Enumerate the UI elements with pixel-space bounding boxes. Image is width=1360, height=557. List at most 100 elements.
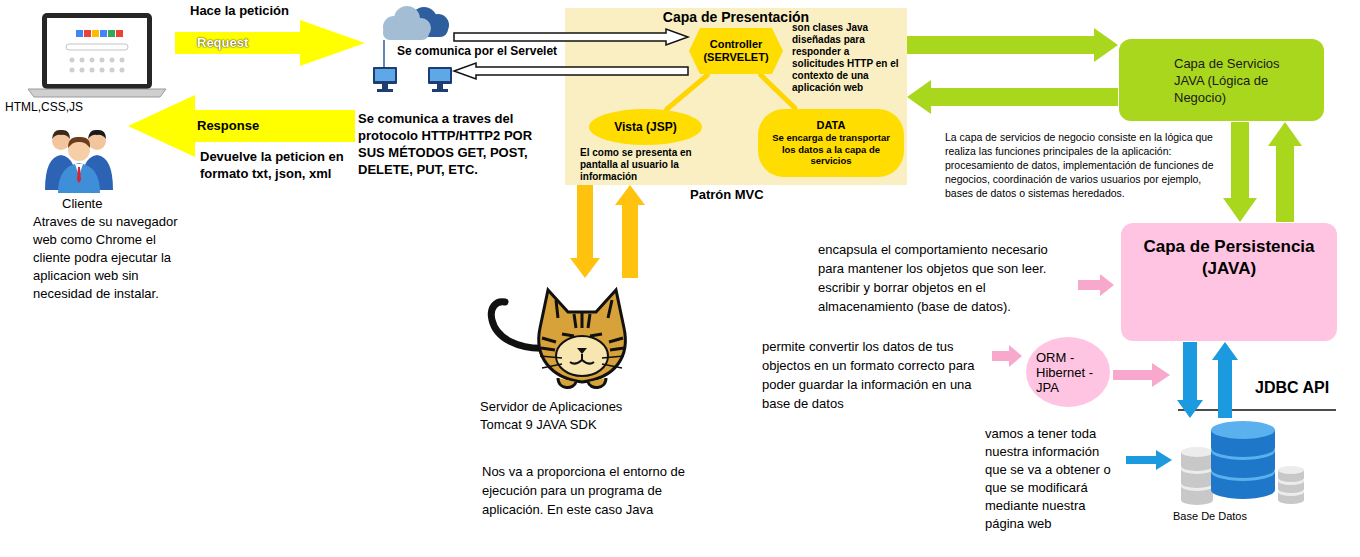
client-icon — [68, 137, 90, 148]
laptop-icon — [70, 58, 75, 63]
cloud-server-shape — [437, 84, 443, 89]
database-shape — [1181, 495, 1213, 505]
orm-circle-shape — [1026, 337, 1110, 407]
orm-note: permite convertir los datos de tus objec… — [762, 337, 987, 413]
node-text: Se encarga de transportar los datos a la… — [771, 132, 891, 167]
cloud-server-shape — [377, 89, 393, 92]
api-rule — [1178, 410, 1336, 411]
view-note: El como se presenta en pantalla al usuar… — [580, 147, 705, 183]
client-icon — [58, 163, 100, 193]
database-note: vamos a tener toda nuestra información q… — [985, 425, 1120, 533]
mvc-link — [667, 75, 708, 109]
cloud-server-shape — [383, 6, 431, 40]
pattern-caption: Patrón MVC — [690, 187, 764, 203]
tomcat-server-shape — [556, 336, 608, 376]
mvc-link — [761, 75, 795, 108]
persistence-note: encapsula el comportamiento necesario pa… — [818, 240, 1073, 316]
service-arrow — [907, 80, 1118, 114]
tomcat-server-shape — [570, 354, 594, 364]
node-text: Capa de Persistencia (JAVA) — [1132, 236, 1326, 280]
laptop-icon — [100, 68, 105, 73]
database-shape — [1181, 447, 1213, 457]
laptop-icon — [47, 18, 147, 84]
arrow-label: Response — [197, 118, 259, 134]
database: Base De Datos — [1165, 418, 1315, 526]
laptop-icon — [28, 89, 166, 97]
cloud-server: Se comunica por el Servelet — [372, 5, 454, 108]
tomcat-server-shape — [562, 334, 602, 336]
laptop-icon — [110, 58, 115, 63]
pink-pointer — [1078, 274, 1114, 296]
database-shape — [1181, 478, 1213, 488]
node-text: DATA — [771, 119, 891, 132]
presentation-layer: Capa de PresentaciónController (SERVELET… — [565, 8, 907, 185]
node-text: Controller (SERVELET) — [700, 38, 772, 64]
controller-box-shape — [689, 28, 783, 74]
text-group: ORM -Hibernet -JPA — [1036, 350, 1100, 395]
laptop-icon — [70, 58, 125, 73]
response-note: Devuelve la peticion en formato txt, jso… — [200, 148, 350, 182]
laptop-icon — [110, 68, 115, 73]
database-shape — [1181, 461, 1213, 471]
tomcat-server-shape — [558, 378, 606, 388]
text-group: DATASe encarga de transportar los datos … — [757, 114, 905, 172]
laptop-icon — [100, 58, 105, 63]
laptop-icon — [80, 58, 85, 63]
tomcat-server: Servidor de Aplicaciones Tomcat 9 JAVA S… — [478, 278, 643, 438]
tomcat-server-shape — [540, 356, 624, 368]
data-box-shape — [758, 109, 904, 177]
persistence-layer-shape — [1121, 223, 1337, 341]
server-arrow — [615, 185, 645, 278]
service-note: La capa de servicios de negocio consiste… — [945, 130, 1215, 200]
cloud-server-shape — [428, 67, 452, 84]
text-group: Servidor de Aplicaciones Tomcat 9 JAVA S… — [480, 398, 643, 434]
cloud-server-shape — [383, 40, 385, 67]
tomcat-server-shape — [574, 313, 590, 328]
node-text: Base De Datos — [1173, 510, 1247, 523]
tomcat-server-shape — [556, 300, 612, 318]
persistence-arrow — [1268, 122, 1302, 222]
text-group: Vista (JSP) — [614, 120, 676, 134]
laptop-icon — [92, 30, 99, 37]
laptop-icon — [76, 30, 83, 37]
blue-pointer — [1126, 450, 1172, 470]
service-layer-shape — [1119, 39, 1324, 121]
request-arrow — [175, 20, 365, 66]
laptop-icon — [90, 58, 95, 63]
laptop-icon — [120, 68, 125, 73]
laptop-icon — [42, 13, 152, 89]
orm-circle: ORM -Hibernet -JPA — [1025, 336, 1111, 408]
service-layer: Capa de Servicios JAVA (Lógica de Negoci… — [1118, 38, 1325, 122]
response-arrow — [128, 95, 355, 157]
database-shape — [1278, 496, 1304, 504]
laptop-icon — [108, 30, 115, 37]
server-arrow — [570, 185, 600, 278]
cloud-server-shape — [430, 69, 450, 81]
cloud-server-shape — [375, 69, 395, 81]
api-caption: JDBC API — [1255, 378, 1329, 397]
client-icon — [45, 130, 113, 193]
database-shape — [1278, 466, 1304, 474]
action-note: Hace la petición — [190, 3, 289, 19]
controller-box: Controller (SERVELET) — [688, 27, 784, 75]
laptop-icon — [28, 13, 166, 97]
database-shape — [1211, 421, 1275, 439]
client-note: Atraves de su navegador web como Chrome … — [33, 213, 193, 303]
database-shape — [1278, 474, 1304, 482]
text-group: Capa de Servicios JAVA (Lógica de Negoci… — [1118, 49, 1325, 112]
laptop-icon — [80, 68, 85, 73]
arrow-label: Request — [197, 35, 248, 51]
node-text: Capa de Presentación — [565, 9, 907, 25]
view-ellipse-shape — [589, 109, 702, 145]
cloud-server-shape — [432, 89, 448, 92]
view-ellipse: Vista (JSP) — [588, 108, 703, 146]
request-arrow — [175, 20, 365, 66]
text-group: Base De Datos — [1173, 510, 1247, 523]
node-text: Servidor de Aplicaciones Tomcat 9 JAVA S… — [480, 398, 643, 434]
cloud-server-shape — [373, 67, 397, 84]
client-caption: Cliente — [62, 196, 102, 212]
cloud-server-shape — [383, 25, 429, 40]
database-shape — [1211, 439, 1275, 457]
